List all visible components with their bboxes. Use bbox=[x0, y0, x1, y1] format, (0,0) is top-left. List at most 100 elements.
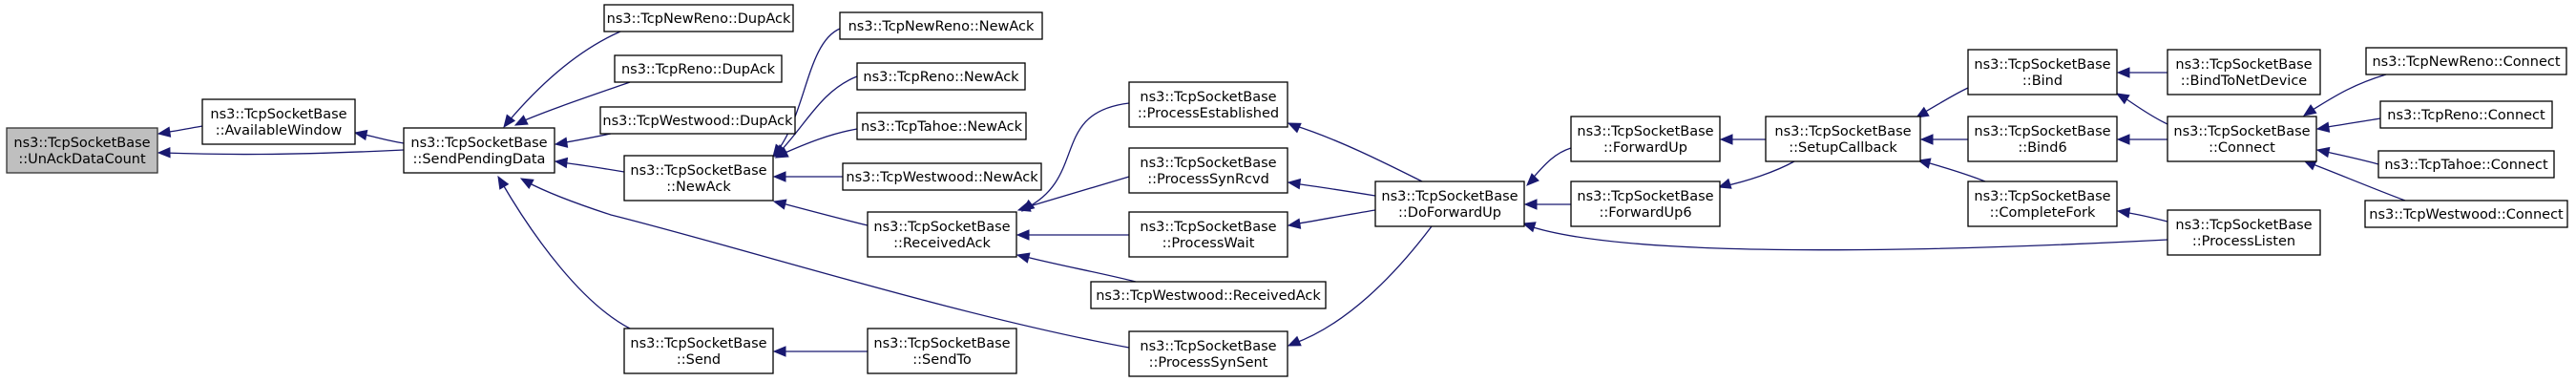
node-reno_dupack[interactable]: ns3::TcpReno::DupAck bbox=[614, 54, 783, 83]
node-procwait[interactable]: ns3::TcpSocketBase::ProcessWait bbox=[1128, 211, 1288, 258]
edge-avail-to-unack bbox=[157, 125, 203, 138]
node-label-line: ::CompleteFork bbox=[1990, 205, 2096, 221]
node-box bbox=[623, 328, 774, 374]
node-avail[interactable]: ns3::TcpSocketBase::AvailableWindow bbox=[201, 98, 356, 145]
edge-complfork-to-setupcb bbox=[1916, 158, 1986, 182]
node-label-line: ns3::TcpNewReno::NewAck bbox=[848, 19, 1035, 34]
node-sendto[interactable]: ns3::TcpSocketBase::SendTo bbox=[867, 328, 1017, 374]
node-box bbox=[1967, 49, 2118, 96]
node-tahoe_newack[interactable]: ns3::TcpTahoe::NewAck bbox=[856, 112, 1027, 140]
node-label-line: ::Connect bbox=[2209, 140, 2275, 156]
node-box bbox=[867, 328, 1017, 374]
edge-procsynsent-to-sendpend bbox=[519, 178, 1130, 349]
node-proclisten[interactable]: ns3::TcpSocketBase::ProcessListen bbox=[2167, 209, 2321, 256]
node-box bbox=[856, 112, 1027, 140]
node-ww_connect[interactable]: ns3::TcpWestwood::Connect bbox=[2364, 200, 2568, 228]
node-label-line: ::ProcessListen bbox=[2192, 234, 2295, 249]
node-box bbox=[2365, 47, 2567, 75]
arrowhead-icon bbox=[2315, 146, 2331, 159]
edge-line bbox=[1292, 225, 1433, 345]
node-procest[interactable]: ns3::TcpSocketBase::ProcessEstablished bbox=[1128, 81, 1288, 128]
node-label-line: ns3::TcpSocketBase bbox=[1140, 220, 1276, 235]
edge-reno_dupack-to-sendpend bbox=[513, 81, 631, 126]
edge-line bbox=[2321, 150, 2379, 165]
arrowhead-icon bbox=[1919, 134, 1934, 145]
edge-ww_newack-to-newack bbox=[772, 171, 844, 182]
edge-recvack-to-newack bbox=[772, 199, 869, 226]
node-dofwdup[interactable]: ns3::TcpSocketBase::DoForwardUp bbox=[1374, 180, 1525, 227]
node-box bbox=[2364, 200, 2568, 228]
arrowhead-icon bbox=[1287, 218, 1302, 229]
node-setupcb[interactable]: ns3::TcpSocketBase::SetupCallback bbox=[1765, 116, 1921, 162]
edge-sendpend-to-avail bbox=[353, 129, 405, 144]
node-box bbox=[1128, 330, 1288, 377]
edge-nr_connect-to-connect bbox=[2302, 74, 2387, 117]
node-reno_connect[interactable]: ns3::TcpReno::Connect bbox=[2379, 100, 2553, 129]
node-label-line: ns3::TcpWestwood::NewAck bbox=[846, 170, 1038, 185]
edge-setupcb-to-fwdup6 bbox=[1717, 160, 1795, 189]
node-nr_connect[interactable]: ns3::TcpNewReno::Connect bbox=[2365, 47, 2567, 75]
arrowhead-icon bbox=[1016, 201, 1032, 212]
edge-proclisten-to-complfork bbox=[2116, 207, 2168, 223]
arrowhead-icon bbox=[1016, 229, 1030, 241]
edge-tahoe_newack-to-newack bbox=[774, 128, 858, 159]
edge-procwait-to-recvack bbox=[1016, 229, 1129, 241]
node-sendpend[interactable]: ns3::TcpSocketBase::SendPendingData bbox=[403, 127, 555, 174]
arrowhead-icon bbox=[519, 178, 534, 189]
node-newack[interactable]: ns3::TcpSocketBase::NewAck bbox=[623, 155, 774, 202]
node-bind[interactable]: ns3::TcpSocketBase::Bind bbox=[1967, 49, 2118, 96]
node-procsynrcvd[interactable]: ns3::TcpSocketBase::ProcessSynRcvd bbox=[1128, 147, 1288, 194]
node-connect[interactable]: ns3::TcpSocketBase::Connect bbox=[2167, 116, 2317, 162]
node-nr_dupack[interactable]: ns3::TcpNewReno::DupAck bbox=[603, 4, 794, 32]
node-label-line: ns3::TcpReno::DupAck bbox=[621, 62, 776, 77]
node-tahoe_connect[interactable]: ns3::TcpTahoe::Connect bbox=[2377, 150, 2555, 179]
node-label-line: ns3::TcpReno::Connect bbox=[2387, 108, 2545, 123]
arrowhead-icon bbox=[1916, 158, 1932, 169]
node-label-line: ns3::TcpSocketBase bbox=[410, 136, 547, 151]
node-label-line: ::SendTo bbox=[912, 352, 972, 368]
node-box bbox=[1570, 116, 1721, 162]
arrowhead-icon bbox=[157, 147, 171, 159]
node-box bbox=[1967, 116, 2118, 162]
node-ww_recvack[interactable]: ns3::TcpWestwood::ReceivedAck bbox=[1090, 281, 1327, 309]
node-label-line: ::ProcessSynSent bbox=[1149, 355, 1268, 371]
node-bind6[interactable]: ns3::TcpSocketBase::Bind6 bbox=[1967, 116, 2118, 162]
node-fwdup6[interactable]: ns3::TcpSocketBase::ForwardUp6 bbox=[1570, 180, 1721, 227]
arrowhead-icon bbox=[554, 137, 569, 148]
node-label-line: ns3::TcpSocketBase bbox=[1381, 189, 1518, 204]
arrowhead-icon bbox=[1287, 335, 1302, 347]
node-box bbox=[2379, 100, 2553, 129]
arrowhead-icon bbox=[1915, 106, 1930, 118]
node-label-line: ::ProcessWait bbox=[1162, 236, 1255, 251]
arrowhead-icon bbox=[513, 115, 529, 126]
node-reno_newack[interactable]: ns3::TcpReno::NewAck bbox=[856, 62, 1026, 91]
node-label-line: ns3::TcpSocketBase bbox=[1577, 124, 1713, 139]
node-label-line: ns3::TcpNewReno::Connect bbox=[2372, 54, 2560, 70]
node-nr_newack[interactable]: ns3::TcpNewReno::NewAck bbox=[839, 11, 1043, 40]
node-label-line: ::ProcessEstablished bbox=[1138, 106, 1279, 121]
node-label-line: ns3::TcpSocketBase bbox=[13, 136, 150, 151]
edge-line bbox=[1025, 102, 1130, 209]
node-ww_newack[interactable]: ns3::TcpWestwood::NewAck bbox=[842, 162, 1042, 191]
node-label-line: ns3::TcpSocketBase bbox=[1577, 189, 1713, 204]
node-box bbox=[1128, 211, 1288, 258]
node-box bbox=[6, 127, 158, 174]
node-fwdup[interactable]: ns3::TcpSocketBase::ForwardUp bbox=[1570, 116, 1721, 162]
edge-line bbox=[2120, 95, 2168, 125]
node-complfork[interactable]: ns3::TcpSocketBase::CompleteFork bbox=[1967, 180, 2118, 227]
node-recvack[interactable]: ns3::TcpSocketBase::ReceivedAck bbox=[867, 211, 1017, 258]
node-ww_dupack[interactable]: ns3::TcpWestwood::DupAck bbox=[599, 106, 796, 135]
arrowhead-icon bbox=[353, 129, 368, 141]
node-bindnetdev[interactable]: ns3::TcpSocketBase::BindToNetDevice bbox=[2167, 49, 2321, 96]
node-procsynsent[interactable]: ns3::TcpSocketBase::ProcessSynSent bbox=[1128, 330, 1288, 377]
edge-dofwdup-to-procwait bbox=[1287, 209, 1376, 229]
arrowhead-icon bbox=[2115, 93, 2130, 105]
node-box bbox=[2167, 116, 2317, 162]
node-label-line: ::ProcessSynRcvd bbox=[1147, 172, 1269, 187]
node-send[interactable]: ns3::TcpSocketBase::Send bbox=[623, 328, 774, 374]
edge-sendpend-to-unack bbox=[157, 147, 405, 159]
node-label-line: ::ForwardUp6 bbox=[1599, 205, 1691, 221]
node-unack[interactable]: ns3::TcpSocketBase::UnAckDataCount bbox=[6, 127, 158, 174]
edge-procest-to-recvack bbox=[1020, 102, 1130, 212]
